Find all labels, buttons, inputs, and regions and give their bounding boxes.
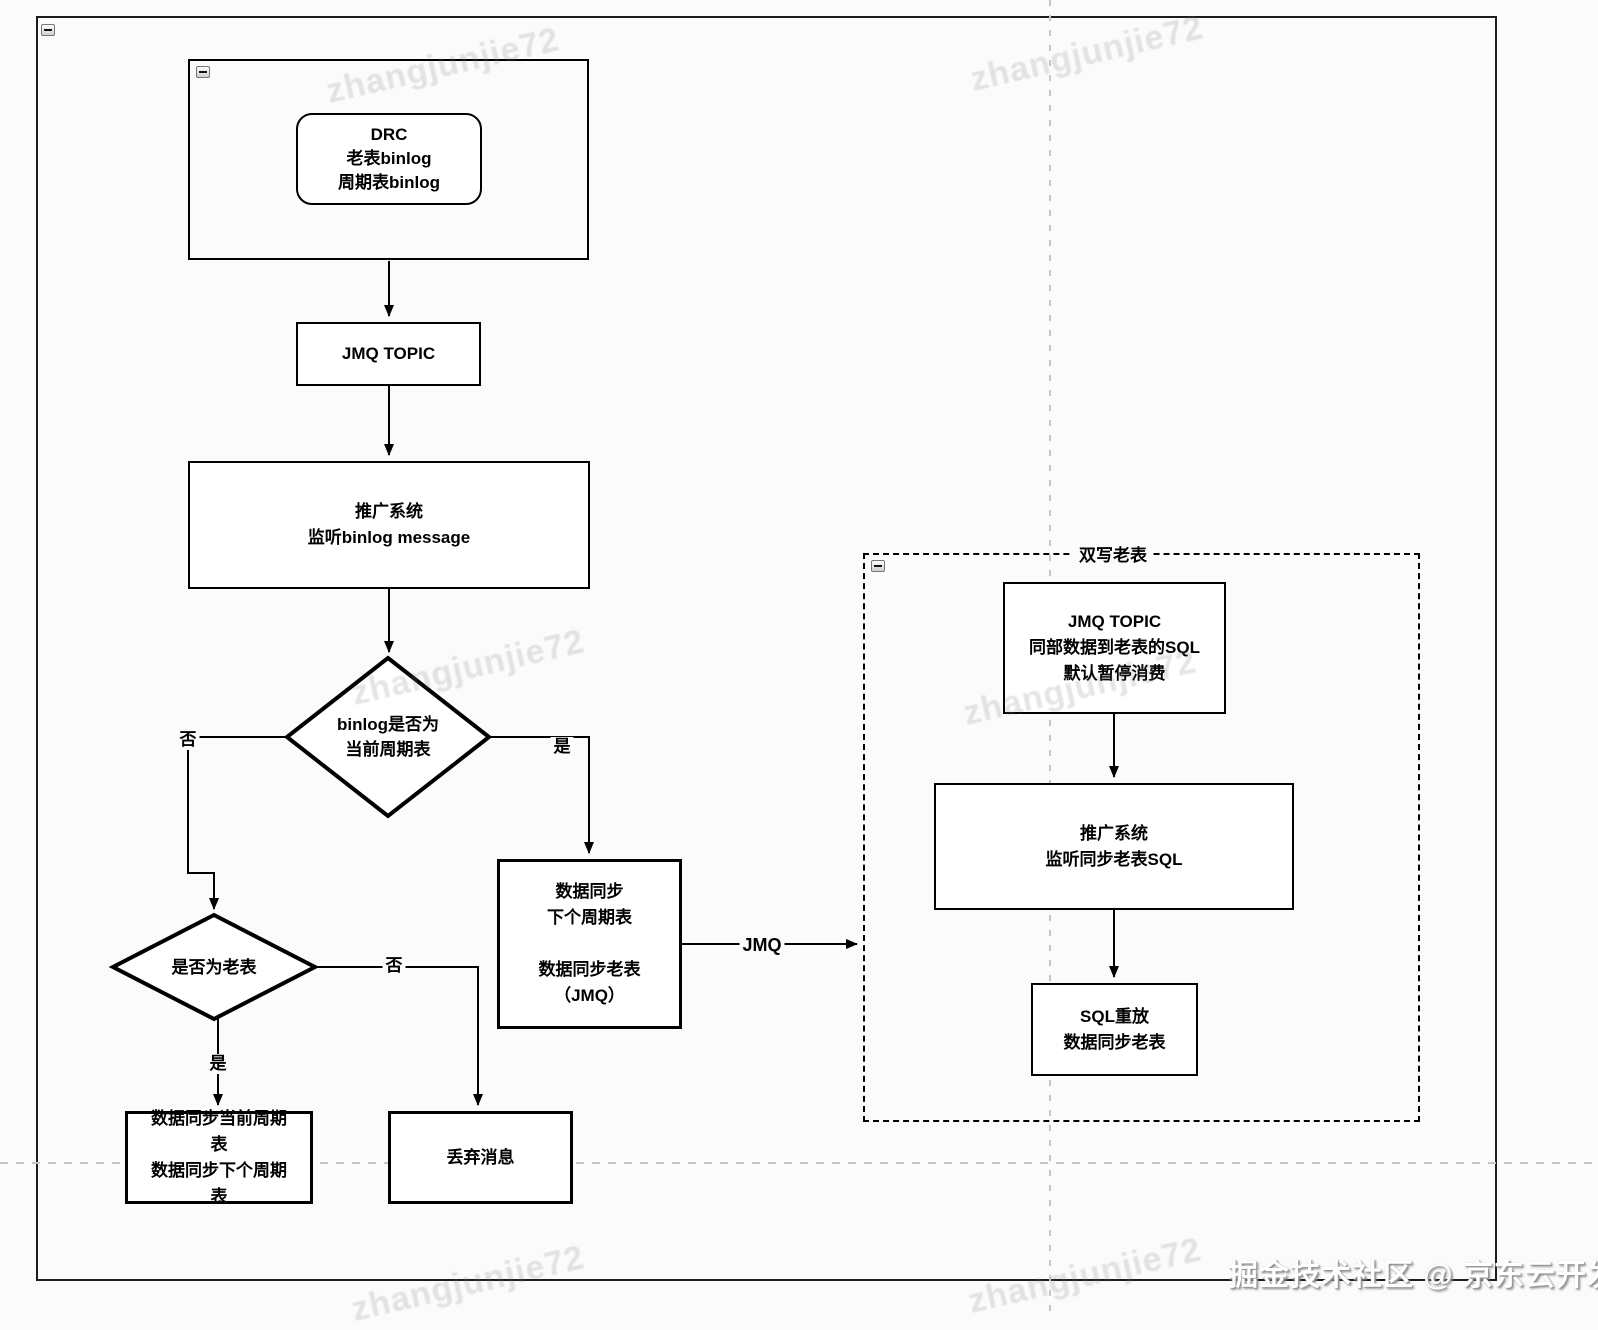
edge-label-no: 否 [382,956,406,976]
node-promo-listen-binlog[interactable]: 推广系统监听binlog message [188,461,590,589]
arrow-oldtable-no-to-discard [315,966,483,1106]
double-write-title: 双写老表 [1073,543,1153,569]
node-dw-promo-listen-sql[interactable]: 推广系统监听同步老表SQL [934,783,1294,910]
minus-icon [44,29,52,31]
node-sync-current-period[interactable]: 数据同步当前周期表数据同步下个周期表 [125,1109,313,1206]
arrow-decision-yes-to-sync [489,736,594,854]
drc-group-frame[interactable] [188,59,589,260]
edge-label-yes: 是 [550,737,574,757]
collapse-icon[interactable] [41,24,55,36]
decision-binlog-diamond[interactable] [283,655,493,819]
collapse-icon[interactable] [871,560,885,572]
decision-binlog-label: binlog是否为当前周期表 [337,715,439,759]
node-jmq-topic[interactable]: JMQ TOPIC [296,322,481,386]
outer-group-frame[interactable] [36,16,1497,1281]
node-sql-replay[interactable]: SQL重放数据同步老表 [1031,983,1198,1076]
collapse-icon[interactable] [196,66,210,78]
arrow-decision-no-to-oldtable [187,736,287,910]
decision-old-table-diamond[interactable] [108,912,320,1022]
decision-old-table-label: 是否为老表 [171,958,257,977]
minus-icon [874,565,882,567]
edge-label-no: 否 [176,730,200,750]
node-discard-message[interactable]: 丢弃消息 [388,1111,573,1204]
minus-icon [199,71,207,73]
node-sync-next-period[interactable]: 数据同步下个周期表数据同步老表（JMQ） [497,859,682,1029]
edge-label-jmq: JMQ [739,935,785,955]
edge-label-yes: 是 [206,1054,230,1074]
